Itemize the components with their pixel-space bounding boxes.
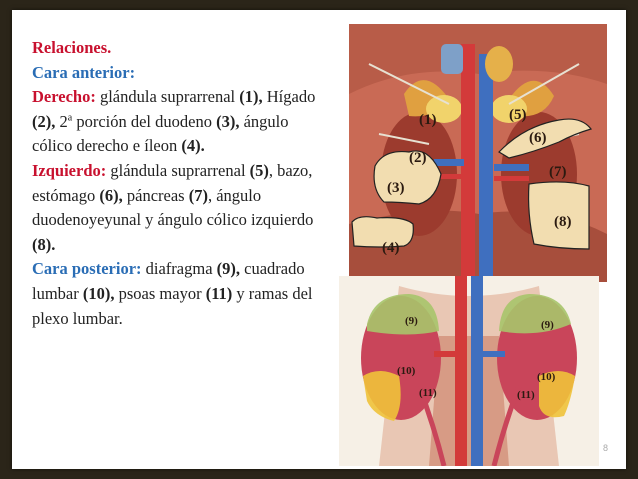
text-segment: glándula suprarrenal [106, 160, 250, 180]
label-4: (4) [382, 240, 400, 256]
superscript-a: a [67, 112, 73, 124]
text-segment: psoas mayor [114, 283, 206, 303]
ref-11: (11) [205, 283, 233, 303]
ref-2: (2), [32, 111, 56, 131]
text-segment: y ramas del plexo lumbar. [32, 283, 313, 328]
ref-9: (9), [216, 259, 241, 279]
text-segment: glándula suprarrenal [95, 87, 236, 107]
heading-cara-anterior: Cara anterior: [32, 62, 136, 82]
label-1: (1) [419, 112, 437, 128]
label-6: (6) [529, 130, 547, 146]
label-8: (8) [554, 214, 572, 230]
label-10-left: (10) [397, 365, 416, 377]
label-9-left: (9) [405, 315, 418, 327]
text-segment: Hígado [262, 87, 316, 107]
page-number: 8 [602, 443, 608, 453]
ref-8: (8). [32, 234, 56, 254]
ref-6: (6), [99, 185, 123, 205]
label-7: (7) [549, 164, 567, 180]
posterior-anatomy-image: (9) (9) (10) (10) (11) (11) [339, 276, 599, 466]
text-segment: , bazo, estómago [32, 160, 313, 205]
label-11-left: (11) [419, 387, 437, 399]
label-9-right: (9) [541, 319, 554, 331]
ref-4: (4). [181, 136, 205, 156]
ref-7: (7) [188, 185, 208, 205]
slide: Relaciones. Cara anterior: Derecho: glán… [12, 10, 626, 469]
text-segment: diafragma [141, 259, 217, 279]
label-5: (5) [509, 107, 527, 123]
text-segment: páncreas [122, 185, 189, 205]
ref-10: (10), [82, 283, 115, 303]
ref-5: (5) [249, 160, 269, 180]
text-segment: 2 [55, 111, 68, 131]
text-segment: , ángulo duodenoyeyunal y ángulo cólico … [32, 185, 314, 230]
ref-3: (3), [216, 111, 240, 131]
slide-text: Relaciones. Cara anterior: Derecho: glán… [32, 36, 332, 331]
label-3: (3) [387, 180, 405, 196]
ref-1: (1), [239, 87, 263, 107]
label-izquierdo: Izquierdo: [32, 160, 107, 180]
text-segment: ángulo cólico derecho e íleon [32, 111, 289, 156]
heading-relaciones: Relaciones. [32, 38, 112, 57]
heading-cara-posterior: Cara posterior: [32, 259, 142, 279]
label-derecho: Derecho: [32, 87, 96, 107]
label-2: (2) [409, 150, 427, 166]
label-11-right: (11) [517, 389, 535, 401]
anterior-anatomy-image: (1) (2) (3) (4) (5) (6) (7) (8) [349, 24, 607, 282]
text-segment: porción del duodeno [72, 111, 217, 131]
text-segment: cuadrado lumbar [32, 259, 305, 303]
label-10-right: (10) [537, 371, 556, 383]
